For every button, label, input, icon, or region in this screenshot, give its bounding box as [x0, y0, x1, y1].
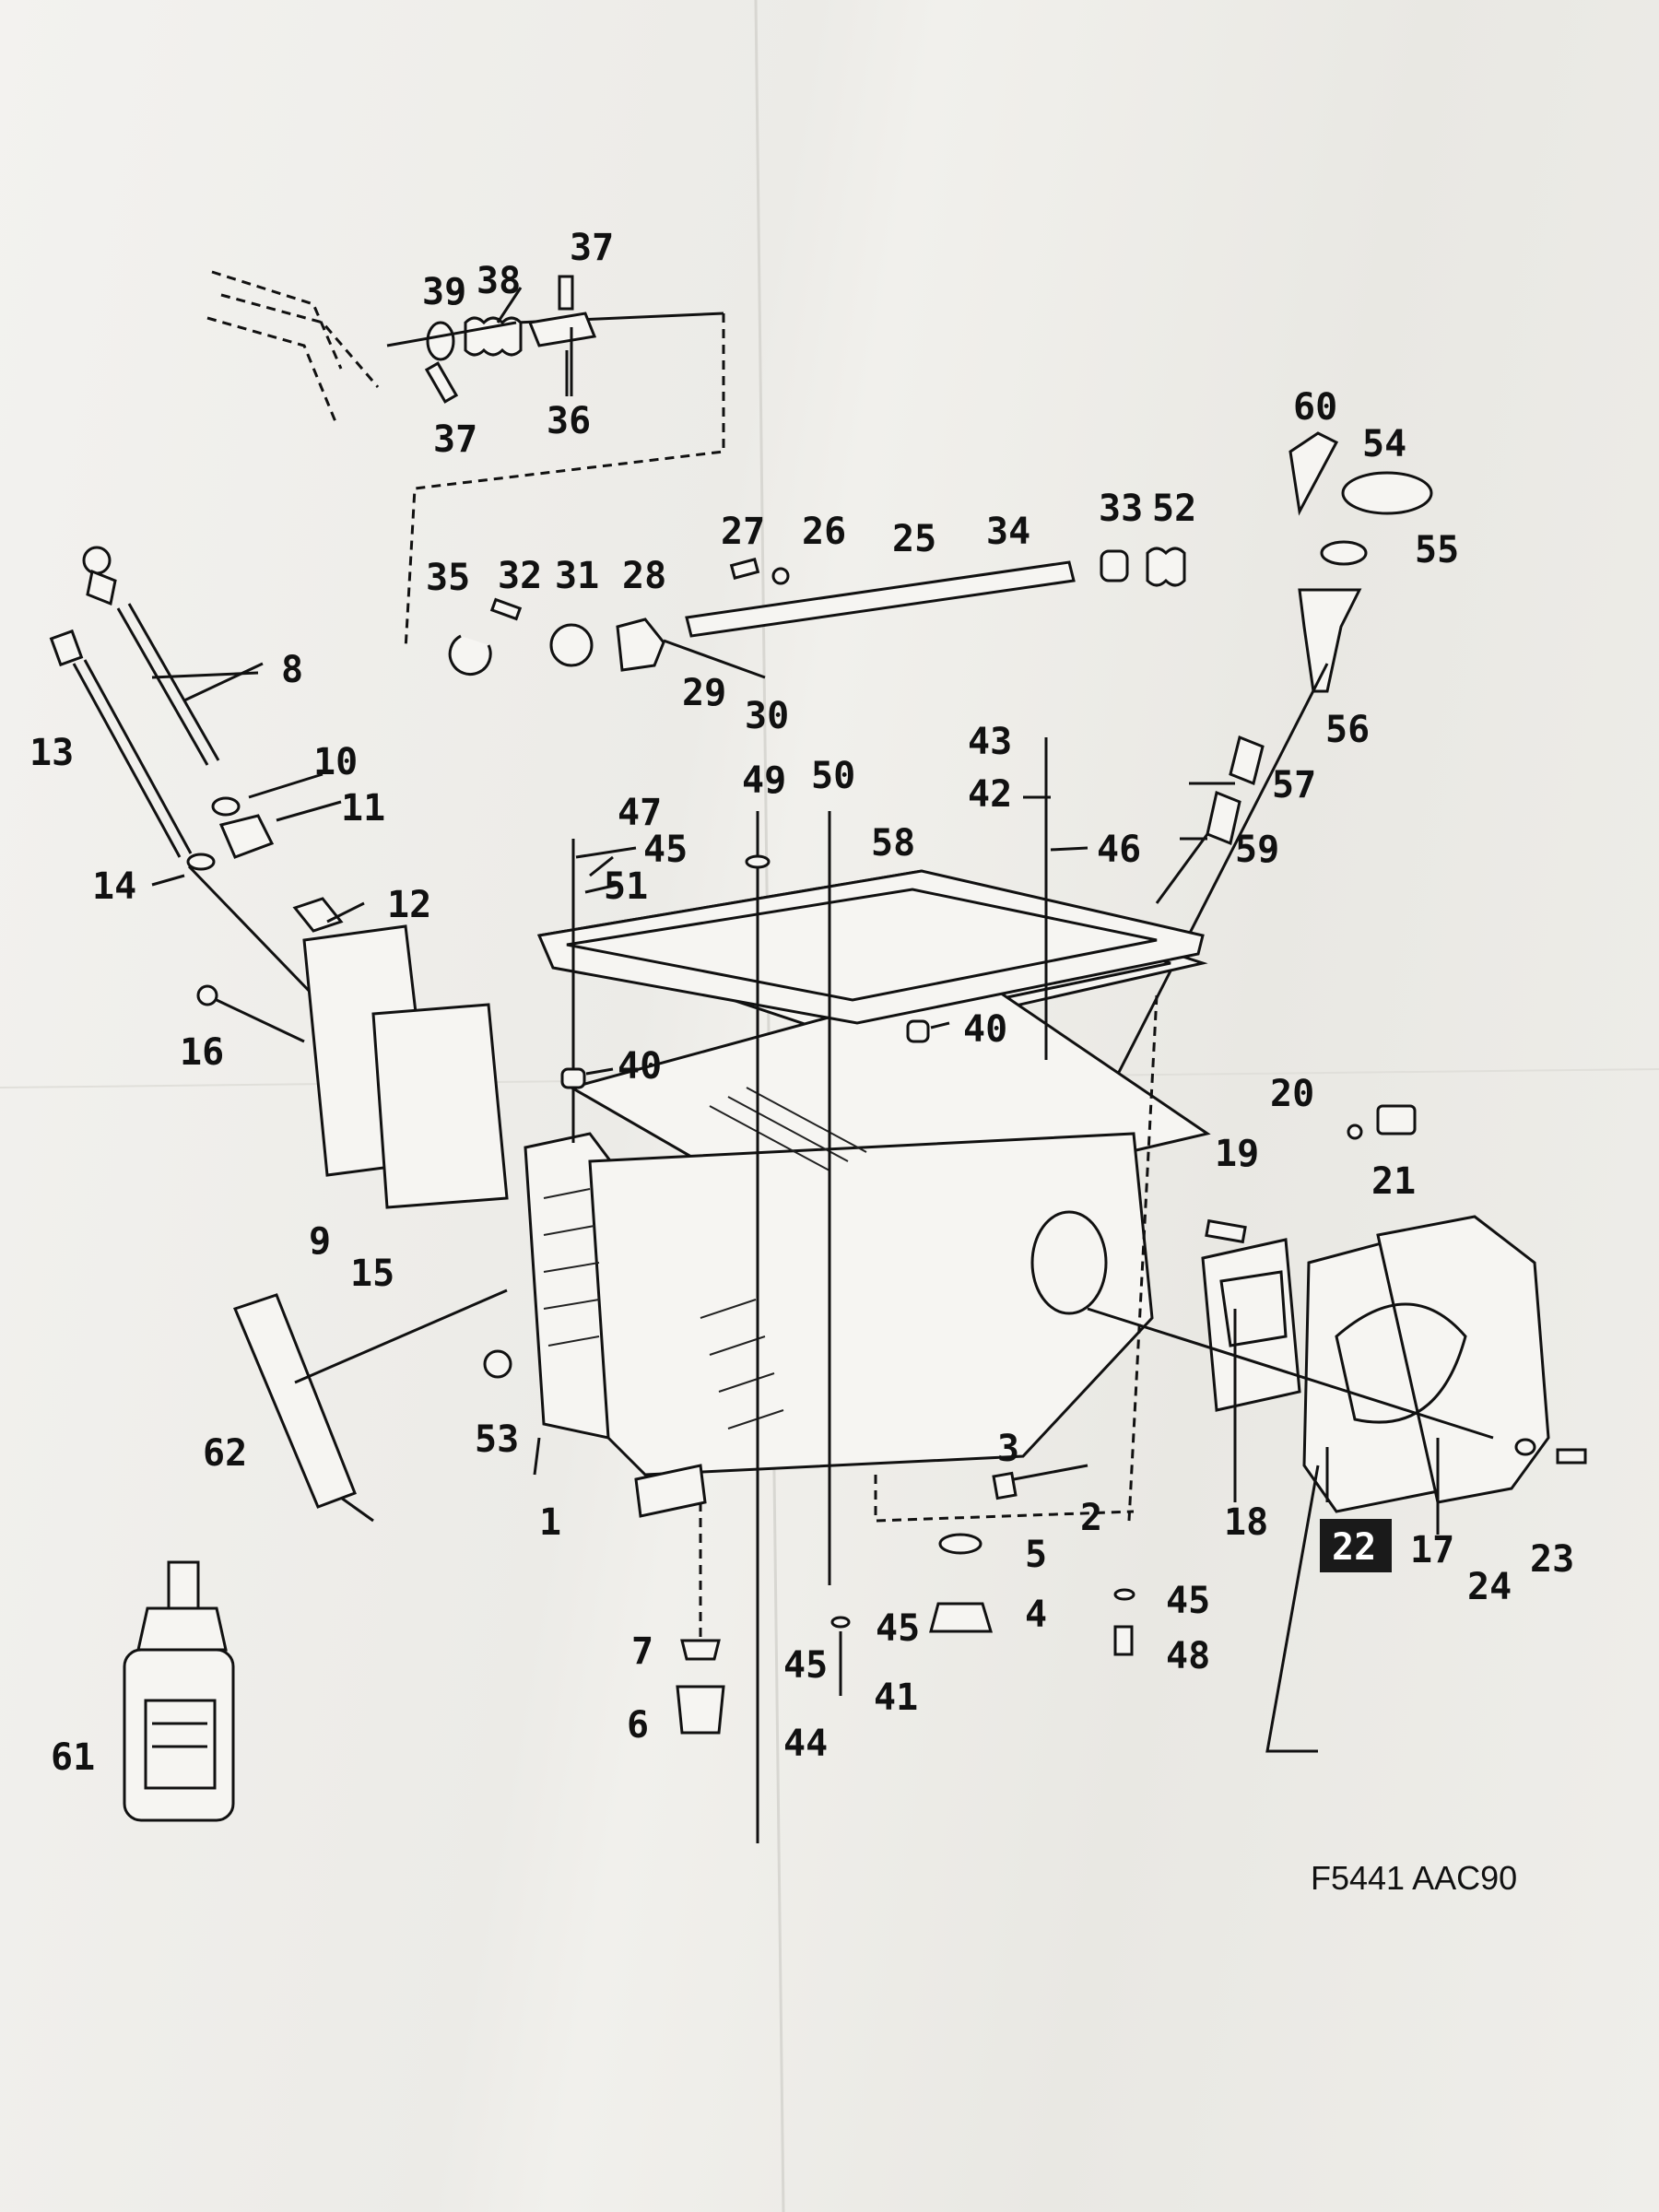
callout-21: 21 [1371, 1160, 1416, 1203]
callout-12: 12 [387, 884, 431, 926]
callout-42: 42 [968, 773, 1012, 816]
cable-parts [49, 546, 509, 1822]
callout-44: 44 [783, 1723, 828, 1765]
callout-46: 46 [1097, 829, 1141, 871]
callout-41: 41 [874, 1677, 918, 1719]
figure-code: F5441 AAC90 [1311, 1859, 1517, 1897]
highlight-box-22 [1320, 1519, 1392, 1572]
callout-6: 6 [627, 1704, 649, 1747]
callout-32: 32 [498, 555, 542, 597]
callout-55: 55 [1415, 529, 1459, 571]
callout-27: 27 [721, 511, 765, 553]
callout-16: 16 [180, 1031, 224, 1074]
callout-54: 54 [1362, 423, 1406, 465]
callout-20: 20 [1270, 1073, 1314, 1115]
callout-35: 35 [426, 557, 470, 599]
callout-62: 62 [203, 1432, 247, 1475]
callout-34: 34 [986, 511, 1030, 553]
callout-10: 10 [313, 741, 358, 783]
callout-45-low: 45 [783, 1644, 828, 1687]
callout-45-mid: 45 [876, 1607, 920, 1650]
callout-38: 38 [477, 260, 521, 302]
callout-57: 57 [1272, 764, 1316, 806]
callout-7: 7 [631, 1630, 653, 1673]
callout-47: 47 [618, 792, 662, 834]
dipstick-parts [1086, 431, 1433, 1135]
callout-29: 29 [682, 672, 726, 714]
cover-parts [1087, 1104, 1587, 1753]
callout-17: 17 [1410, 1529, 1454, 1571]
callout-labels: 1 2 3 4 5 6 7 8 9 10 11 12 13 14 15 16 1… [29, 227, 1574, 1897]
callout-11: 11 [341, 787, 385, 830]
callout-13: 13 [29, 732, 74, 774]
callout-33: 33 [1099, 488, 1143, 530]
callout-19: 19 [1215, 1133, 1259, 1175]
callout-58: 58 [871, 822, 915, 865]
callout-48: 48 [1166, 1635, 1210, 1677]
callout-37-bottom: 37 [433, 418, 477, 461]
callout-59: 59 [1235, 829, 1279, 871]
callout-50: 50 [811, 755, 855, 797]
callout-45-upper: 45 [643, 829, 688, 871]
callout-22-highlighted: 22 [1332, 1526, 1376, 1569]
callout-40-lower: 40 [618, 1045, 662, 1088]
callout-43: 43 [968, 721, 1012, 763]
callout-30: 30 [745, 695, 789, 737]
callout-5: 5 [1025, 1534, 1047, 1576]
callout-18: 18 [1224, 1501, 1268, 1544]
selector-parts [206, 270, 1186, 679]
callout-61: 61 [51, 1736, 95, 1779]
callout-28: 28 [622, 555, 666, 597]
callout-23: 23 [1530, 1538, 1574, 1581]
callout-52: 52 [1152, 488, 1196, 530]
callout-56: 56 [1325, 709, 1370, 751]
callout-24: 24 [1467, 1566, 1512, 1608]
callout-39: 39 [422, 271, 466, 313]
callout-1: 1 [539, 1501, 561, 1544]
callout-49: 49 [742, 759, 786, 802]
callout-8: 8 [281, 649, 303, 691]
callout-45-right: 45 [1166, 1580, 1210, 1622]
callout-40-upper: 40 [963, 1008, 1007, 1051]
callout-26: 26 [802, 511, 846, 553]
callout-14: 14 [92, 865, 136, 908]
callout-36: 36 [547, 400, 591, 442]
callout-60: 60 [1293, 386, 1337, 429]
callout-53: 53 [475, 1418, 519, 1461]
callout-15: 15 [350, 1253, 394, 1295]
fasteners [560, 737, 1159, 1843]
callout-9: 9 [309, 1220, 331, 1263]
callout-2: 2 [1080, 1497, 1102, 1539]
callout-51: 51 [604, 865, 648, 908]
callout-31: 31 [555, 555, 599, 597]
callout-4: 4 [1025, 1594, 1047, 1636]
callout-37-top: 37 [570, 227, 614, 269]
callout-25: 25 [892, 518, 936, 560]
callout-3: 3 [997, 1428, 1019, 1470]
gasket [536, 869, 1205, 1025]
leader-lines [151, 287, 1440, 1535]
